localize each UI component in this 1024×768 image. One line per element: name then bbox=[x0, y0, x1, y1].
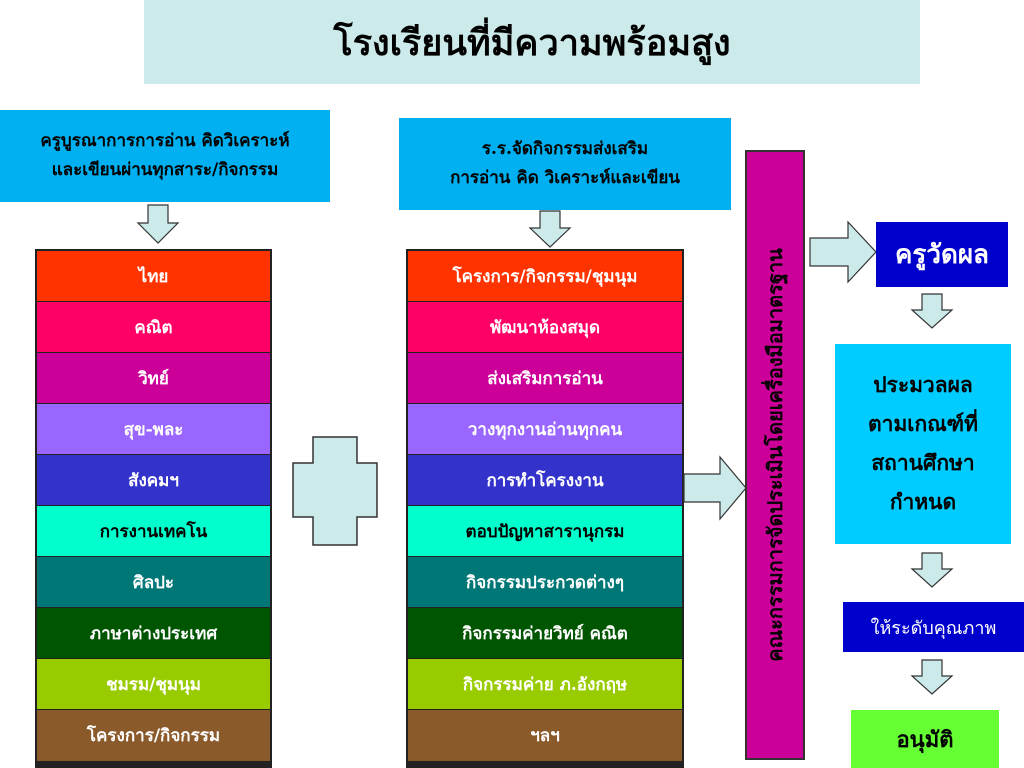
process-box: ประมวลผล ตามเกณฑ์ที่ สถานศึกษา กำหนด bbox=[835, 344, 1011, 544]
mid-header-line1: ร.ร.จัดกิจกรรมส่งเสริม bbox=[481, 139, 649, 160]
down-arrow-3-icon bbox=[910, 659, 954, 695]
process-line3: สถานศึกษา bbox=[871, 450, 975, 475]
subject-item: ไทย bbox=[37, 251, 270, 302]
quality-level-text: ให้ระดับคุณภาพ bbox=[870, 617, 997, 639]
subject-item: คณิต bbox=[37, 302, 270, 353]
process-line1: ประมวลผล bbox=[873, 372, 973, 398]
subject-item: ภาษาต่างประเทศ bbox=[37, 608, 270, 659]
activity-item: กิจกรรมค่าย ภ.อังกฤษ bbox=[408, 659, 682, 710]
activity-item: ส่งเสริมการอ่าน bbox=[408, 353, 682, 404]
page-title: โรงเรียนที่มีความพร้อมสูง bbox=[144, 0, 920, 84]
down-arrow-1-icon bbox=[910, 293, 954, 329]
subject-item: ศิลปะ bbox=[37, 557, 270, 608]
activity-item: โครงการ/กิจกรรม/ชุมนุม bbox=[408, 251, 682, 302]
right-arrow-to-measure-icon bbox=[809, 220, 877, 284]
subject-item: สุข-พละ bbox=[37, 404, 270, 455]
activity-item: วางทุกงานอ่านทุกคน bbox=[408, 404, 682, 455]
activity-item: กิจกรรมค่ายวิทย์ คณิต bbox=[408, 608, 682, 659]
page-title-text: โรงเรียนที่มีความพร้อมสูง bbox=[333, 21, 731, 64]
activity-item: พัฒนาห้องสมุด bbox=[408, 302, 682, 353]
committee-bar-text: คณะกรรมการจัดประเมินโดยเครื่องมือมาตรฐาน bbox=[763, 248, 788, 662]
teacher-measure-box: ครูวัดผล bbox=[876, 222, 1008, 287]
down-arrow-mid-icon bbox=[528, 210, 572, 248]
activity-list: โครงการ/กิจกรรม/ชุมนุมพัฒนาห้องสมุดส่งเส… bbox=[406, 249, 684, 768]
activity-item: การทำโครงงาน bbox=[408, 455, 682, 506]
activity-item: กิจกรรมประกวดต่างๆ bbox=[408, 557, 682, 608]
down-arrow-left-icon bbox=[136, 204, 180, 244]
left-header-line2: และเขียนผ่านทุกสาระ/กิจกรรม bbox=[51, 160, 279, 180]
activity-item: ตอบปัญหาสารานุกรม bbox=[408, 506, 682, 557]
process-line2: ตามเกณฑ์ที่ bbox=[868, 411, 978, 437]
mid-header-box: ร.ร.จัดกิจกรรมส่งเสริม การอ่าน คิด วิเคร… bbox=[399, 118, 731, 210]
right-arrow-to-committee-icon bbox=[683, 455, 747, 521]
left-header-box: ครูบูรณาการการอ่าน คิดวิเคราะห์ และเขียน… bbox=[0, 110, 330, 202]
quality-level-box: ให้ระดับคุณภาพ bbox=[843, 602, 1024, 652]
plus-icon bbox=[292, 436, 378, 546]
subject-item: ชมรม/ชุมนุม bbox=[37, 659, 270, 710]
teacher-measure-text: ครูวัดผล bbox=[894, 240, 989, 270]
left-header-line1: ครูบูรณาการการอ่าน คิดวิเคราะห์ bbox=[40, 131, 290, 152]
mid-header-line2: การอ่าน คิด วิเคราะห์และเขียน bbox=[450, 168, 680, 188]
down-arrow-2-icon bbox=[910, 552, 954, 588]
approve-text: อนุมัติ bbox=[896, 726, 954, 753]
process-line4: กำหนด bbox=[889, 488, 957, 514]
subject-item: การงานเทคโน bbox=[37, 506, 270, 557]
subject-item: โครงการ/กิจกรรม bbox=[37, 710, 270, 761]
activity-item: ฯลฯ bbox=[408, 710, 682, 761]
committee-bar: คณะกรรมการจัดประเมินโดยเครื่องมือมาตรฐาน bbox=[745, 150, 805, 760]
left-subject-list: ไทยคณิตวิทย์สุข-พละสังคมฯการงานเทคโนศิลป… bbox=[35, 249, 272, 768]
subject-item: สังคมฯ bbox=[37, 455, 270, 506]
approve-box: อนุมัติ bbox=[851, 710, 999, 768]
subject-item: วิทย์ bbox=[37, 353, 270, 404]
